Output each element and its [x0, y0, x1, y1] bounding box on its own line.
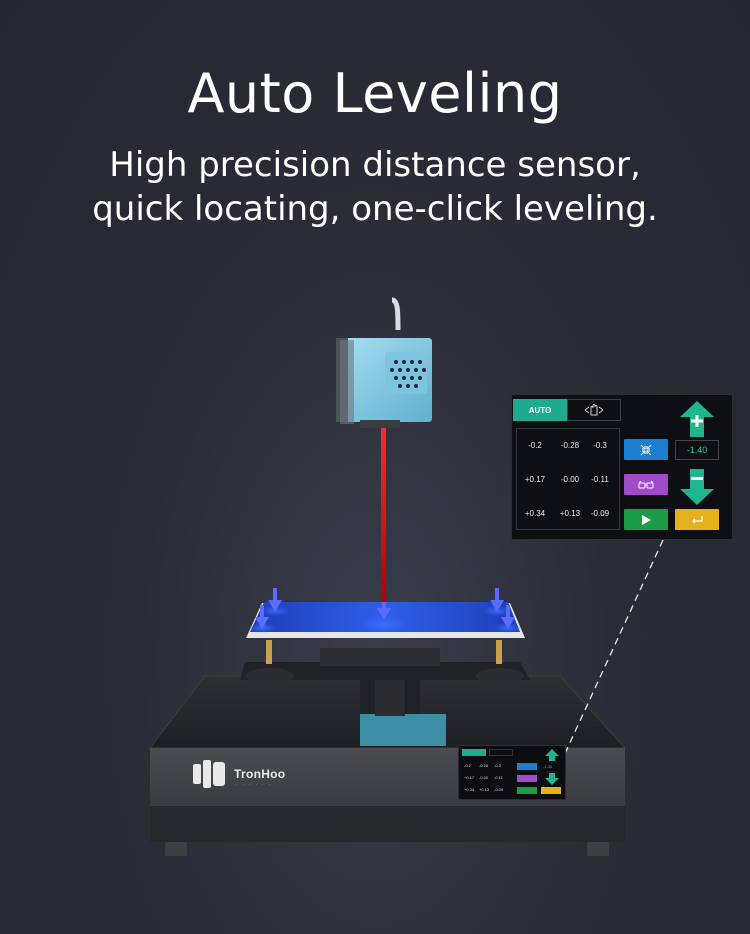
grid-cell: -0.3	[593, 441, 607, 450]
mini-purple-button	[517, 775, 537, 782]
glasses-icon	[638, 480, 654, 488]
brand-name: TronHoo	[234, 767, 286, 781]
grid-cell: -0.2	[528, 441, 542, 450]
grid-cell: +0.34	[524, 509, 546, 518]
collapse-icon	[640, 444, 652, 455]
mini-cell: -0.2	[464, 763, 471, 768]
mini-cell: -0.3	[494, 763, 501, 768]
mini-up-arrow-icon	[545, 749, 559, 761]
grid-cell: -0.09	[590, 509, 610, 518]
mini-cell: +0.34	[464, 787, 475, 792]
return-button[interactable]	[675, 509, 719, 530]
brand-subtext: · · · · · ·	[236, 782, 272, 787]
mini-cell: +0.17	[464, 775, 475, 780]
return-icon	[692, 515, 703, 523]
subtitle-line-2: quick locating, one-click leveling.	[92, 189, 658, 229]
start-button[interactable]	[624, 509, 668, 530]
collapse-button[interactable]	[624, 439, 668, 460]
mini-z-value: -1.40	[543, 764, 553, 769]
mini-blue-button	[517, 763, 537, 770]
play-icon	[642, 514, 651, 525]
printer-mini-screen: -0.2 -0.28 -0.3 +0.17 -0.00 -0.11 +0.34 …	[458, 745, 566, 800]
mini-cell: -0.28	[479, 763, 489, 768]
grid-cell: -0.00	[560, 475, 580, 484]
hand-adjust-icon	[584, 404, 604, 416]
mini-cell: -0.09	[494, 787, 504, 792]
grid-cell: +0.13	[559, 509, 581, 518]
mini-down-arrow-icon	[545, 773, 559, 785]
grid-cell: -0.11	[591, 475, 609, 484]
tab-manual[interactable]	[567, 399, 621, 421]
grid-cell: -0.28	[560, 441, 580, 450]
mini-cell: -0.11	[494, 775, 503, 780]
mini-cell: +0.13	[479, 787, 490, 792]
z-down-button[interactable]	[680, 469, 714, 505]
page-title: Auto Leveling	[187, 62, 563, 125]
mini-cell: -0.00	[479, 775, 489, 780]
leveling-touch-panel: AUTO -0.2 -0.28 -0.3 +0.17 -0.00 -0.11 +…	[511, 394, 733, 540]
mini-auto-tab	[462, 749, 486, 756]
grid-cell: +0.17	[524, 475, 546, 484]
mini-yellow-button	[541, 787, 561, 794]
mini-green-button	[517, 787, 537, 794]
tab-auto[interactable]: AUTO	[513, 399, 567, 421]
leveling-grid: -0.2 -0.28 -0.3 +0.17 -0.00 -0.11 +0.34 …	[516, 428, 620, 530]
preview-button[interactable]	[624, 474, 668, 495]
z-up-button[interactable]	[680, 401, 714, 437]
subtitle-line-1: High precision distance sensor,	[109, 145, 641, 185]
page-subtitle: High precision distance sensor, quick lo…	[0, 143, 750, 231]
mini-manual-tab	[489, 749, 513, 756]
z-offset-value: -1.40	[675, 440, 719, 460]
